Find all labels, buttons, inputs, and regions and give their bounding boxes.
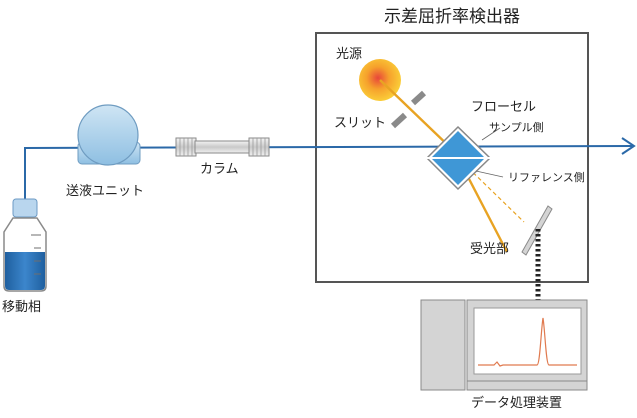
- sample-side-leader: [481, 127, 501, 141]
- reference-side-leader: [475, 170, 504, 178]
- flow-cell-label: フローセル: [471, 100, 536, 115]
- light-source-label: 光源: [336, 47, 362, 62]
- slit-lower: [390, 112, 408, 129]
- data-processor-label: データ処理装置: [471, 395, 562, 411]
- detector-title: 示差屈折率検出器: [384, 7, 520, 27]
- reference-side-label: リファレンス側: [508, 171, 585, 184]
- processor-tower: [420, 299, 466, 391]
- slit-upper: [410, 90, 427, 106]
- pump-label: 送液ユニット: [66, 184, 144, 199]
- column-label: カラム: [200, 162, 239, 177]
- slit-label: スリット: [334, 116, 386, 131]
- mobile-phase-bottle: [3, 198, 47, 292]
- chromatogram-trace: [478, 317, 577, 367]
- flow-line: [24, 145, 633, 206]
- monitor-screen: [473, 307, 582, 375]
- receiver-label: 受光部: [470, 242, 509, 257]
- flow-arrow-icon: [621, 137, 636, 155]
- sample-side-label: サンプル側: [489, 121, 544, 134]
- monitor-stand: [466, 380, 588, 391]
- pump: [77, 104, 141, 166]
- mobile-phase-label: 移動相: [2, 300, 41, 315]
- column: [175, 137, 270, 157]
- flow-cell: [425, 125, 492, 191]
